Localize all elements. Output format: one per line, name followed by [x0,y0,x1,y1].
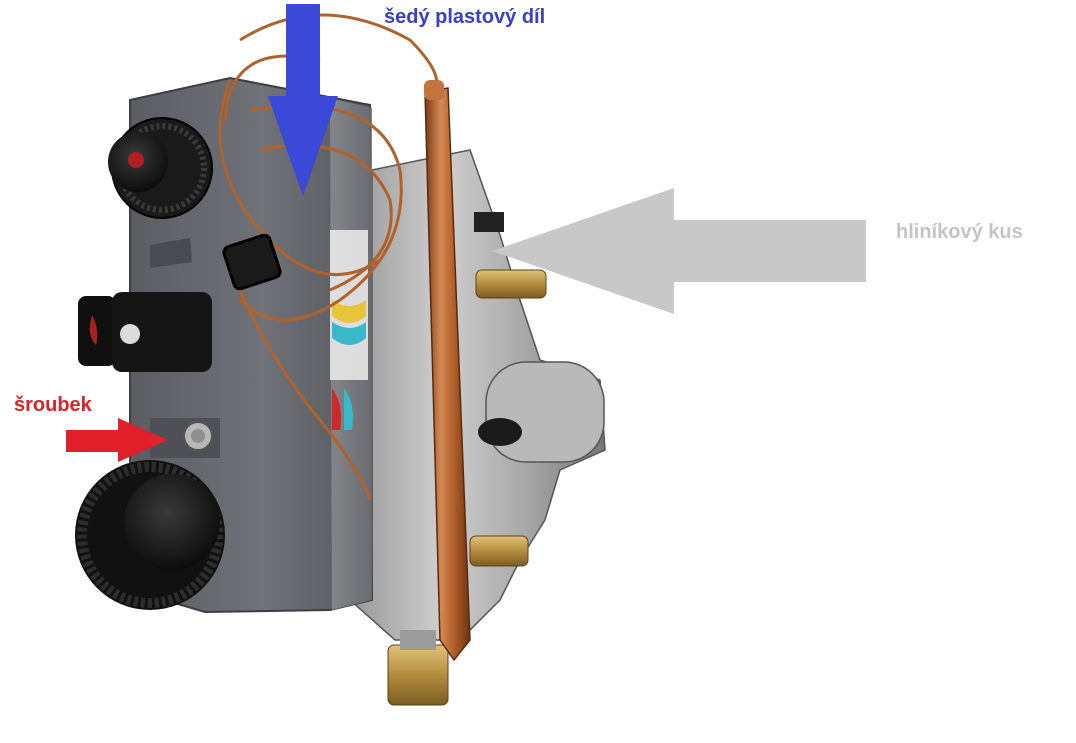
pilot-knob [108,117,213,219]
aluminium-part-label: hliníkový kus [896,221,1023,243]
ignition-buttons [78,292,212,372]
screw-arrow [66,418,168,462]
screw-label: šroubek [14,394,92,416]
temperature-knob [75,460,225,610]
aluminium-valve-body [334,149,606,706]
copper-probe [424,80,471,662]
plastic-part-arrow [268,4,338,196]
aluminium-part-arrow [492,188,866,314]
plastic-part-label: šedý plastový díl [384,6,546,28]
